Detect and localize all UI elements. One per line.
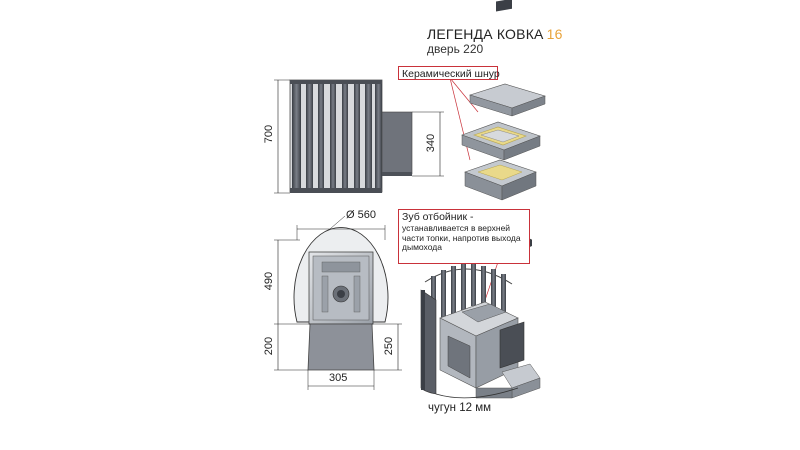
dim-label-490: 490 [263, 271, 275, 291]
cutaway-flue [499, 321, 525, 369]
grate-bar [375, 80, 382, 192]
grate-bar [292, 80, 301, 192]
chamber-opening [447, 335, 471, 379]
grate-bar [354, 80, 360, 192]
product-title-text: ЛЕГЕНДА КОВКА [427, 26, 544, 42]
grate-bars [292, 80, 382, 192]
tooth-deflector-title: Зуб отбойник - [402, 211, 474, 223]
base-arc [435, 387, 519, 399]
grate-bar [318, 80, 324, 192]
top-band [290, 80, 382, 84]
front-shell-edge [421, 290, 425, 390]
door-right-ornament [353, 275, 361, 313]
dim-label-700: 700 [263, 124, 275, 144]
dim-label-diameter: Ø 560 [346, 209, 376, 221]
middle-ring-side [503, 135, 541, 161]
flue-outlet [496, 0, 512, 12]
product-subtitle: дверь 220 [427, 42, 484, 56]
door-view [274, 215, 402, 390]
front-view [274, 79, 444, 194]
cutaway-view [420, 261, 541, 399]
diameter-leader [329, 215, 346, 230]
cutaway-bar [451, 266, 456, 336]
tooth-deflector-description: устанавливается в верхней части топки, н… [402, 223, 521, 252]
flue-base [382, 172, 412, 176]
cutaway-bar [461, 264, 466, 314]
cutaway-bar [441, 270, 446, 358]
dim-label-340: 340 [425, 133, 437, 153]
cord-leader [449, 77, 479, 113]
back-arc [424, 268, 513, 285]
grate-bar [330, 80, 336, 192]
firebox-tunnel [307, 323, 375, 371]
flue-box [381, 111, 413, 175]
cutaway-bar [481, 266, 486, 306]
grate-bar [365, 80, 372, 192]
cutaway-bar [471, 264, 476, 306]
exploded-view [449, 0, 546, 201]
bottom-band [290, 188, 382, 193]
product-title-number: 16 [546, 26, 563, 42]
ring-inner [480, 129, 520, 143]
ceramic-cord-bottom [477, 164, 523, 181]
door-left-ornament [321, 275, 329, 313]
bottom-box-side [501, 171, 537, 201]
dim-label-200: 200 [263, 336, 275, 356]
material-note: чугун 12 мм [428, 402, 492, 414]
cutaway-bar [491, 269, 496, 313]
door-top-ornament [321, 261, 361, 273]
tooth-deflector-callout: Зуб отбойник - устанавливается в верхней… [398, 209, 530, 264]
grate-bar [306, 80, 313, 192]
cutaway-bar [501, 274, 506, 326]
grate-bar [342, 80, 348, 192]
ceramic-cord-label: Керамический шнур [402, 68, 500, 80]
deflector-placed [461, 303, 507, 323]
door-handle-center [337, 290, 345, 298]
ceramic-cord-callout: Керамический шнур [398, 66, 500, 80]
tunnel-front [475, 387, 513, 399]
top-plate-side [511, 95, 546, 117]
dim-label-250: 250 [383, 336, 395, 356]
dim-label-305: 305 [329, 372, 348, 384]
